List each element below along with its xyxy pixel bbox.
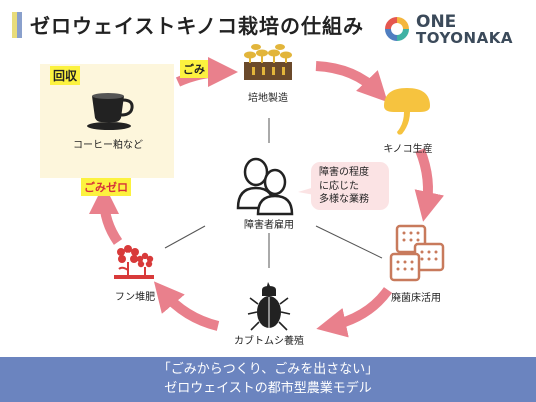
logo-text-toyonaka: TOYONAKA [416, 29, 513, 47]
node-compost-label: フン堆肥 [114, 292, 156, 303]
arrow-bed-to-beetle [316, 286, 393, 338]
beetle-icon [247, 282, 291, 331]
logo: ONE TOYONAKA [382, 12, 522, 47]
callout-line-1: 障害の程度 [319, 167, 369, 178]
cycle-arrows [89, 57, 445, 338]
coffee-cup-icon [87, 93, 134, 130]
footer-line-2: ゼロウェイストの都市型農業モデル [164, 381, 372, 396]
node-center-label: 障害者雇用 [244, 220, 294, 231]
flower-icon [114, 245, 154, 279]
callout-line-3: 多様な業務 [319, 194, 369, 205]
center-connectors [164, 118, 383, 268]
arrow-substrate-to-mushroom [315, 61, 388, 103]
collection-item-label: コーヒー粕など [73, 140, 143, 151]
tag-gomi-zero: ごみゼロ [81, 178, 131, 196]
node-bed-label: 廃菌床活用 [391, 293, 441, 304]
mushroom-icon [384, 88, 430, 135]
substrate-blocks-icon [244, 44, 292, 80]
logo-text-one: ONE [416, 12, 457, 32]
title-accent-blue [17, 12, 22, 38]
footer-line-1: 「ごみからつくり、ごみを出さない」 [157, 362, 379, 377]
node-substrate-label: 培地製造 [248, 93, 288, 104]
people-icon [236, 157, 294, 216]
arrow-mushroom-to-bed [414, 148, 445, 222]
callout-line-2: に応じた [319, 180, 359, 192]
logo-mark-icon [385, 17, 409, 41]
footer-banner: 「ごみからつくり、ごみを出さない」 ゼロウェイストの都市型農業モデル [0, 357, 536, 402]
tag-gomi: ごみ [180, 60, 208, 78]
node-mushroom-label: キノコ生産 [383, 144, 433, 155]
callout-bubble [298, 162, 389, 210]
arrow-compost-to-gomizero [89, 184, 123, 245]
page-title: ゼロウェイストキノコ栽培の仕組み [30, 14, 364, 38]
title-accent-yellow [12, 12, 17, 38]
callout-text: 障害の程度 に応じた 多様な業務 [319, 166, 369, 207]
mushroom-bed-icon [389, 224, 445, 282]
arrow-beetle-to-compost [153, 281, 220, 331]
collection-label: 回収 [50, 66, 81, 85]
node-beetle-label: カブトムシ養殖 [234, 336, 304, 347]
